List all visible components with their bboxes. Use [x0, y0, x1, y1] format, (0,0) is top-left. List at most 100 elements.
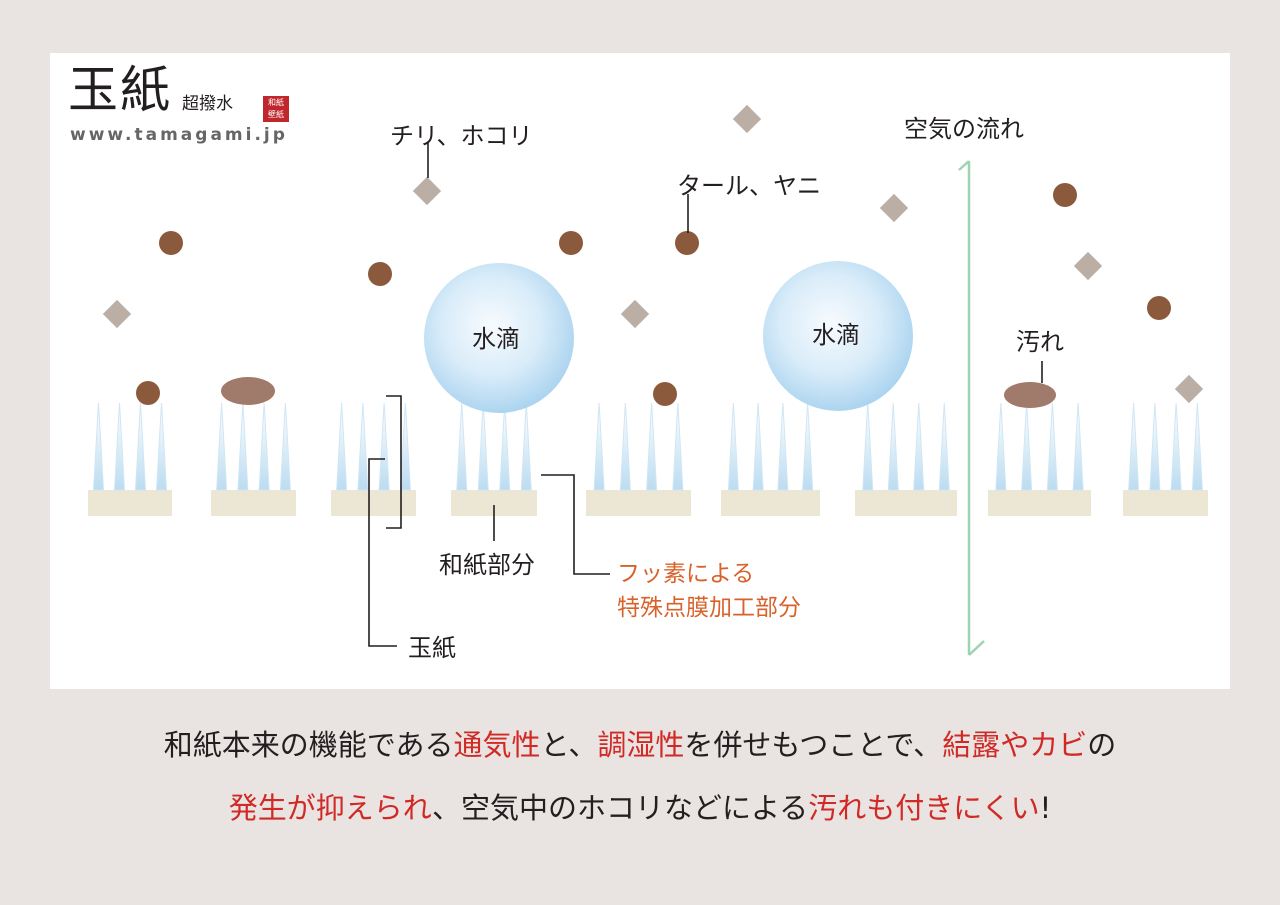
- seal-text-bottom: 壁紙: [268, 110, 284, 119]
- dust-diamond-icon: [1174, 374, 1204, 404]
- dust-diamond-icon: [412, 176, 442, 206]
- logo-url: www.tamagami.jp: [70, 125, 288, 145]
- paper-base: [88, 490, 172, 516]
- caption-segment: 発生が抑えられ: [228, 791, 433, 825]
- dust-diamond-icon: [102, 299, 132, 329]
- stain-blob-icon: [1004, 382, 1056, 408]
- spike: [113, 402, 126, 491]
- tar-dot-icon: [368, 262, 392, 286]
- tar-dot-icon: [675, 231, 699, 255]
- paper-base: [721, 490, 820, 516]
- paper-base: [1123, 490, 1208, 516]
- diagram-panel: 玉紙 超撥水 和紙 壁紙 www.tamagami.jp チリ、ホコリ タール、…: [50, 53, 1230, 689]
- spike: [477, 402, 489, 491]
- dust-diamond-icon: [1073, 251, 1103, 281]
- stain-blob-icon: [221, 377, 275, 405]
- spike: [1021, 402, 1033, 491]
- caption-line-1: 和紙本来の機能である通気性と、調湿性を併せもつことで、結露やカビの: [0, 727, 1280, 763]
- paper-base: [988, 490, 1091, 516]
- fluorine-spikes: [92, 402, 1203, 491]
- leader-line: [386, 395, 402, 529]
- spike: [619, 402, 631, 491]
- paper-base: [855, 490, 957, 516]
- spike: [646, 402, 658, 491]
- spike: [727, 402, 739, 491]
- caption-line-2: 発生が抑えられ、空気中のホコリなどによる汚れも付きにくい!: [0, 790, 1280, 826]
- label-dust: チリ、ホコリ: [390, 122, 533, 150]
- label-fluorine-2: 特殊点膜加工部分: [617, 595, 801, 621]
- airflow-arrow-icon: [958, 160, 985, 656]
- tar-dot-icon: [159, 231, 183, 255]
- label-tar: タール、ヤニ: [677, 172, 821, 200]
- caption-segment: 通気性: [453, 728, 541, 762]
- leader-lines: [368, 143, 1043, 647]
- spike: [777, 402, 789, 491]
- spike: [336, 402, 348, 491]
- spike: [216, 402, 228, 491]
- label-tamagami: 玉紙: [408, 634, 456, 662]
- caption-segment: の: [1087, 728, 1117, 762]
- spike: [499, 402, 511, 491]
- spike: [1149, 402, 1161, 491]
- spike: [593, 402, 605, 491]
- caption-segment: !: [1039, 791, 1052, 825]
- spike: [92, 402, 105, 491]
- spike: [887, 402, 899, 491]
- caption-segment: 和紙本来の機能である: [163, 728, 454, 762]
- logo-mark: 玉紙: [68, 61, 172, 119]
- caption-segment: 汚れも付きにくい: [808, 791, 1040, 825]
- particles: [102, 104, 1204, 406]
- seal-text-top: 和紙: [268, 98, 284, 107]
- spike: [456, 402, 468, 491]
- spike: [357, 402, 369, 491]
- logo-tagline: 超撥水: [182, 94, 233, 114]
- spike: [399, 402, 411, 491]
- tar-dot-icon: [1053, 183, 1077, 207]
- caption-segment: を併せもつことで、: [684, 728, 943, 762]
- tar-dot-icon: [136, 381, 160, 405]
- paper-base: [586, 490, 691, 516]
- leader-line: [368, 458, 397, 647]
- spike: [672, 402, 684, 491]
- spike: [134, 402, 147, 491]
- paper-base: [331, 490, 416, 516]
- dust-diamond-icon: [879, 193, 909, 223]
- leader-line: [541, 474, 610, 575]
- spike: [378, 402, 390, 491]
- logo-seal: 和紙 壁紙: [263, 96, 289, 122]
- spike: [155, 402, 168, 491]
- tar-dot-icon: [1147, 296, 1171, 320]
- caption-segment: 結露やカビ: [942, 728, 1088, 762]
- spike: [938, 402, 950, 491]
- spike: [1170, 402, 1182, 491]
- spike: [279, 402, 291, 491]
- label-washi-part: 和紙部分: [439, 551, 535, 579]
- spike: [520, 402, 532, 491]
- spike: [752, 402, 764, 491]
- paper-base: [211, 490, 296, 516]
- spike: [802, 402, 814, 491]
- spike: [1046, 402, 1058, 491]
- tar-dot-icon: [559, 231, 583, 255]
- water-drop-icon: [763, 261, 913, 411]
- caption-segment: と、: [540, 728, 598, 762]
- spike: [1191, 402, 1203, 491]
- tar-dot-icon: [653, 382, 677, 406]
- spike: [995, 402, 1007, 491]
- label-stain: 汚れ: [1016, 328, 1064, 356]
- caption-segment: 、空気中のホコリなどによる: [432, 791, 809, 825]
- spike: [862, 402, 874, 491]
- dust-diamond-icon: [732, 104, 762, 134]
- spike: [1072, 402, 1084, 491]
- spike: [237, 402, 249, 491]
- caption: 和紙本来の機能である通気性と、調湿性を併せもつことで、結露やカビの 発生が抑えら…: [0, 727, 1280, 853]
- paper-bases: [88, 490, 1208, 516]
- spike: [1128, 402, 1140, 491]
- water-drops: [424, 261, 913, 413]
- washi-diagram: [88, 104, 1208, 656]
- label-water-drop-1: 水滴: [472, 325, 520, 353]
- spike: [258, 402, 270, 491]
- stains: [221, 377, 1056, 408]
- dust-diamond-icon: [620, 299, 650, 329]
- label-fluorine-1: フッ素による: [617, 561, 755, 587]
